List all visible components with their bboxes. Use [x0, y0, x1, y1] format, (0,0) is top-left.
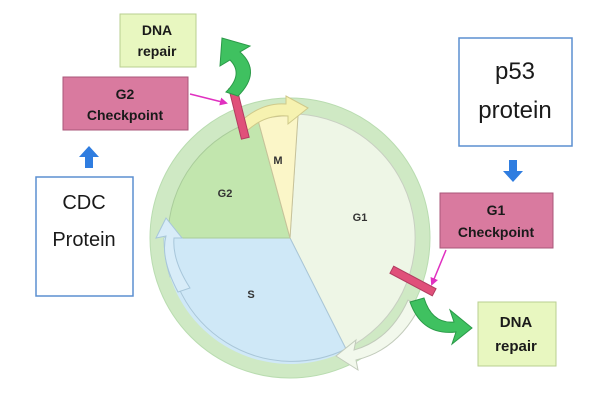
dna-repair-top-line2: repair: [138, 43, 177, 59]
dna-repair-top-line1: DNA: [142, 22, 172, 38]
dna-repair-top-arrow: [219, 37, 252, 97]
dna-repair-bottom-line2: repair: [495, 338, 537, 355]
cycle-arrow-top: [239, 95, 309, 131]
phase-label-g1: G1: [353, 212, 368, 224]
p53-protein-box: p53 protein: [458, 37, 573, 147]
dna-repair-bottom-box: DNA repair: [477, 301, 557, 367]
dna-repair-bottom-arrow: [409, 297, 473, 346]
dna-repair-top-box: DNA repair: [119, 13, 197, 68]
dna-repair-bottom-line1: DNA: [500, 314, 533, 331]
cdc-line1: CDC: [62, 192, 105, 214]
g1-region: [289, 113, 416, 350]
phase-label-g2: G2: [218, 188, 233, 200]
g2-checkpoint-pointer: [189, 93, 228, 106]
cdc-up-arrow: [79, 146, 99, 168]
g2-checkpoint-line1: G2: [116, 86, 135, 102]
g1-checkpoint-pointer: [430, 249, 447, 286]
g1-checkpoint-line2: Checkpoint: [458, 224, 535, 240]
cycle-arrows: [155, 95, 421, 372]
p53-down-arrow: [503, 160, 523, 182]
cycle-arrow-left: [155, 217, 191, 293]
g1-checkpoint-line1: G1: [487, 202, 506, 218]
phase-label-m: M: [273, 155, 282, 167]
cdc-line2: Protein: [52, 229, 115, 251]
g2-checkpoint-box: G2 Checkpoint: [62, 76, 189, 131]
g1-checkpoint-bar: [389, 265, 437, 297]
g2-checkpoint-line2: Checkpoint: [87, 107, 164, 123]
p53-line1: p53: [495, 58, 535, 85]
phase-label-s: S: [247, 289, 254, 301]
cdc-protein-box: CDC Protein: [35, 176, 134, 297]
g1-checkpoint-box: G1 Checkpoint: [439, 192, 554, 249]
cycle-arrow-bottom-right: [335, 299, 421, 372]
p53-line2: protein: [478, 97, 551, 124]
